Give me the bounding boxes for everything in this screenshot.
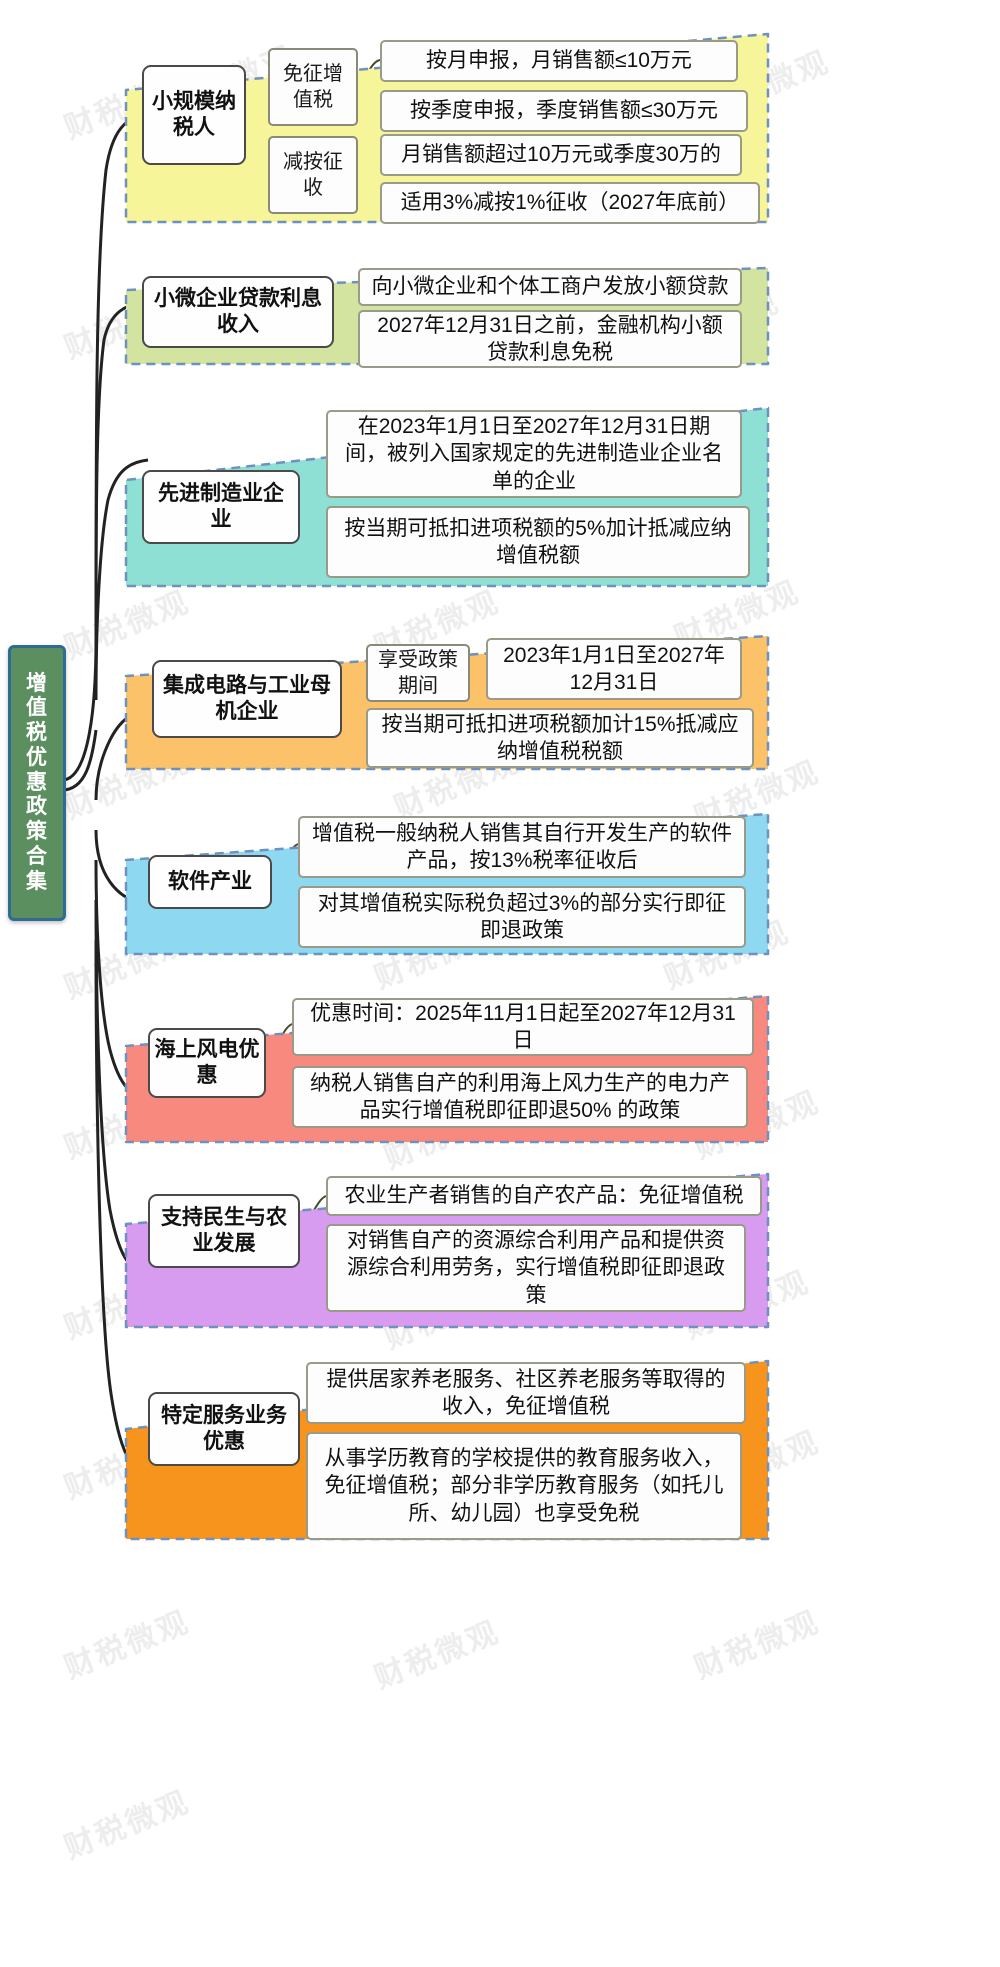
sub-node-label: 免征增值税 <box>283 63 343 111</box>
leaf-label: 在2023年1月1日至2027年12月31日期间，被列入国家规定的先进制造业企业… <box>345 415 723 493</box>
branch-title-label: 海上风电优惠 <box>154 1037 260 1087</box>
leaf-node[interactable]: 按月申报，月销售额≤10万元 <box>380 40 738 82</box>
leaf-label: 增值税一般纳税人销售其自行开发生产的软件产品，按13%税率征收后 <box>312 821 732 872</box>
leaf-node[interactable]: 对其增值税实际税负超过3%的部分实行即征即退政策 <box>298 886 746 948</box>
branch-title-livelihood-and-agriculture[interactable]: 支持民生与农业发展 <box>148 1194 300 1268</box>
leaf-label: 适用3%减按1%征收（2027年底前） <box>400 191 740 215</box>
branch-title-label: 集成电路与工业母机企业 <box>163 673 331 723</box>
leaf-label: 从事学历教育的学校提供的教育服务收入，免征增值税；部分非学历教育服务（如托儿所、… <box>324 1447 724 1525</box>
leaf-label: 向小微企业和个体工商户发放小额贷款 <box>371 275 729 299</box>
sub-node-reduced-levy[interactable]: 减按征收 <box>268 136 358 214</box>
branch-title-label: 小规模纳税人 <box>152 89 236 139</box>
branch-title-label: 支持民生与农业发展 <box>161 1205 287 1255</box>
branch-title-small-scale-taxpayer[interactable]: 小规模纳税人 <box>142 65 246 165</box>
sub-node-exempt-vat[interactable]: 免征增值税 <box>268 48 358 126</box>
leaf-node[interactable]: 2027年12月31日之前，金融机构小额贷款利息免税 <box>358 310 742 368</box>
branch-title-ic-and-machine-tools[interactable]: 集成电路与工业母机企业 <box>152 660 342 738</box>
branch-title-label: 软件产业 <box>168 869 252 893</box>
branch-title-software-industry[interactable]: 软件产业 <box>148 855 272 909</box>
leaf-label: 对销售自产的资源综合利用产品和提供资源综合利用劳务，实行增值税即征即退政策 <box>347 1229 725 1307</box>
sub-node-label: 享受政策期间 <box>378 649 458 697</box>
leaf-label: 对其增值税实际税负超过3%的部分实行即征即退政策 <box>317 891 727 942</box>
sub-node-policy-period[interactable]: 享受政策期间 <box>366 644 470 702</box>
leaf-node[interactable]: 农业生产者销售的自产农产品：免征增值税 <box>326 1176 762 1216</box>
leaf-label: 按季度申报，季度销售额≤30万元 <box>410 99 718 123</box>
leaf-label: 按月申报，月销售额≤10万元 <box>426 49 692 73</box>
leaf-label: 农业生产者销售的自产农产品：免征增值税 <box>344 1184 744 1208</box>
branch-title-specific-services[interactable]: 特定服务业务优惠 <box>148 1392 300 1466</box>
branch-title-label: 先进制造业企业 <box>158 481 284 531</box>
leaf-node[interactable]: 在2023年1月1日至2027年12月31日期间，被列入国家规定的先进制造业企业… <box>326 410 742 498</box>
leaf-label: 2027年12月31日之前，金融机构小额贷款利息免税 <box>377 313 723 364</box>
leaf-node[interactable]: 按当期可抵扣进项税额的5%加计抵减应纳增值税额 <box>326 506 750 578</box>
leaf-node[interactable]: 按季度申报，季度销售额≤30万元 <box>380 90 748 132</box>
leaf-label: 优惠时间：2025年11月1日起至2027年12月31日 <box>310 1001 736 1052</box>
leaf-label: 提供居家养老服务、社区养老服务等取得的收入，免征增值税 <box>326 1367 726 1418</box>
leaf-node[interactable]: 2023年1月1日至2027年12月31日 <box>486 638 742 700</box>
branch-title-label: 特定服务业务优惠 <box>161 1403 287 1453</box>
branch-title-advanced-manufacturing[interactable]: 先进制造业企业 <box>142 470 300 544</box>
root-node[interactable]: 增 值 税 优 惠 政 策 合 集 <box>8 645 66 921</box>
leaf-node[interactable]: 适用3%减按1%征收（2027年底前） <box>380 182 760 224</box>
leaf-node[interactable]: 从事学历教育的学校提供的教育服务收入，免征增值税；部分非学历教育服务（如托儿所、… <box>306 1432 742 1540</box>
leaf-node[interactable]: 纳税人销售自产的利用海上风力生产的电力产品实行增值税即征即退50% 的政策 <box>292 1066 748 1128</box>
leaf-node[interactable]: 按当期可抵扣进项税额加计15%抵减应纳增值税税额 <box>366 708 754 768</box>
root-node-label: 增 值 税 优 惠 政 策 合 集 <box>26 671 48 893</box>
leaf-label: 按当期可抵扣进项税额的5%加计抵减应纳增值税额 <box>344 516 732 567</box>
leaf-node[interactable]: 向小微企业和个体工商户发放小额贷款 <box>358 268 742 306</box>
leaf-label: 纳税人销售自产的利用海上风力生产的电力产品实行增值税即征即退50% 的政策 <box>310 1071 730 1122</box>
leaf-node[interactable]: 对销售自产的资源综合利用产品和提供资源综合利用劳务，实行增值税即征即退政策 <box>326 1224 746 1312</box>
leaf-label: 2023年1月1日至2027年12月31日 <box>503 643 725 694</box>
leaf-node[interactable]: 优惠时间：2025年11月1日起至2027年12月31日 <box>292 998 754 1056</box>
leaf-label: 月销售额超过10万元或季度30万的 <box>401 143 721 167</box>
branch-title-label: 小微企业贷款利息收入 <box>154 286 322 336</box>
leaf-label: 按当期可抵扣进项税额加计15%抵减应纳增值税税额 <box>381 712 739 763</box>
branch-title-offshore-wind-power[interactable]: 海上风电优惠 <box>148 1028 266 1098</box>
leaf-node[interactable]: 提供居家养老服务、社区养老服务等取得的收入，免征增值税 <box>306 1362 746 1424</box>
leaf-node[interactable]: 增值税一般纳税人销售其自行开发生产的软件产品，按13%税率征收后 <box>298 816 746 878</box>
sub-node-label: 减按征收 <box>283 151 343 199</box>
leaf-node[interactable]: 月销售额超过10万元或季度30万的 <box>380 134 742 176</box>
branch-title-small-micro-loan-interest[interactable]: 小微企业贷款利息收入 <box>142 276 334 348</box>
